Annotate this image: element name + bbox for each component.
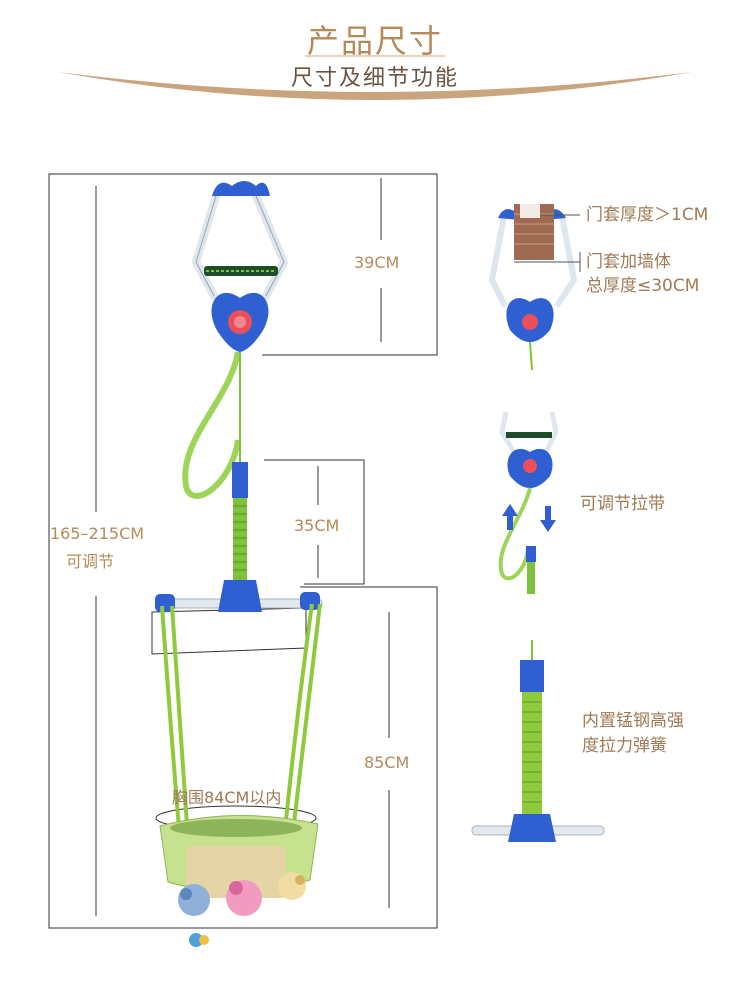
- seat-ropes: [160, 603, 322, 841]
- door-frame-detail: [488, 204, 578, 371]
- dimension-middle-label: 35CM: [294, 516, 340, 535]
- dimension-frame: [48, 173, 438, 929]
- page-subtitle: 尺寸及细节功能: [290, 66, 459, 91]
- door-hook: [191, 181, 289, 352]
- wall-thickness-line2: 总厚度≤30CM: [586, 276, 700, 296]
- dimension-top-label: 39CM: [354, 253, 400, 272]
- jumper-seat: [159, 814, 319, 898]
- spring-label-line1: 内置锰钢高强: [582, 711, 684, 731]
- crossbar: [155, 580, 323, 612]
- chest-size-label: 胸围84CM以内: [172, 788, 282, 807]
- wall-thickness-line1: 门套加墙体: [586, 252, 671, 272]
- page-title: 产品尺寸: [306, 22, 443, 60]
- spring-detail: [471, 640, 605, 842]
- up-arrow-icon: [502, 504, 518, 530]
- strap-detail: [498, 411, 559, 594]
- dimension-bottom-label: 85CM: [364, 753, 410, 772]
- title-swoosh: [58, 72, 692, 100]
- down-arrow-icon: [540, 506, 556, 532]
- strap-label: 可调节拉带: [580, 494, 665, 514]
- seat-toys: [178, 872, 306, 947]
- spring-label-line2: 度拉力弹簧: [582, 736, 667, 756]
- adjustable-strap: [182, 351, 241, 499]
- door-detail-leaders: [514, 214, 581, 272]
- dimension-total-note: 可调节: [66, 552, 115, 571]
- dimension-total-label: 165–215CM: [50, 524, 145, 543]
- spring-pole: [232, 462, 248, 582]
- door-thickness-label: 门套厚度＞1CM: [586, 205, 709, 225]
